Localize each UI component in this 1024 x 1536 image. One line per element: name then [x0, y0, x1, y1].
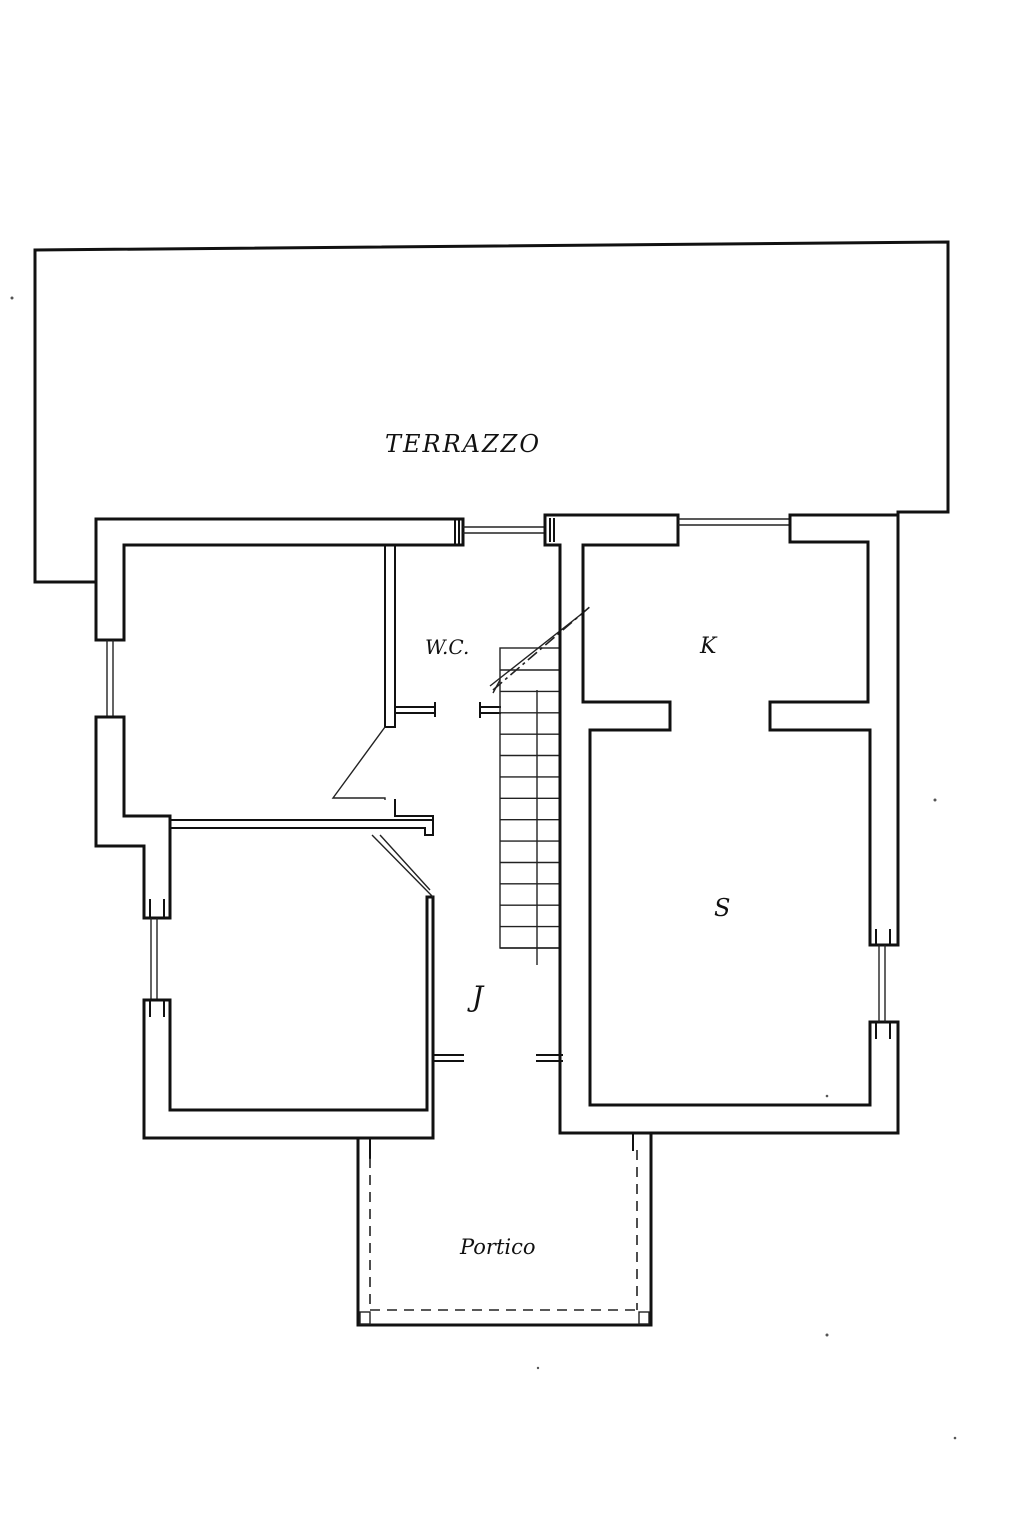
- terrace-outline: [33, 240, 950, 584]
- right-wing-walls: [543, 513, 900, 1135]
- staircase: [489, 604, 593, 965]
- top-window: [463, 526, 545, 534]
- portico: [356, 1131, 653, 1327]
- wc-label: W.C.: [425, 635, 469, 659]
- left-wing-walls: [94, 517, 563, 1140]
- portico-label: Portico: [459, 1235, 536, 1259]
- terrace-label: TERRAZZO: [385, 430, 541, 458]
- scan-specks: [10, 296, 957, 1440]
- kitchen-label: K: [699, 634, 718, 659]
- living-room-label: S: [714, 894, 730, 922]
- hall-label: J: [467, 980, 485, 1013]
